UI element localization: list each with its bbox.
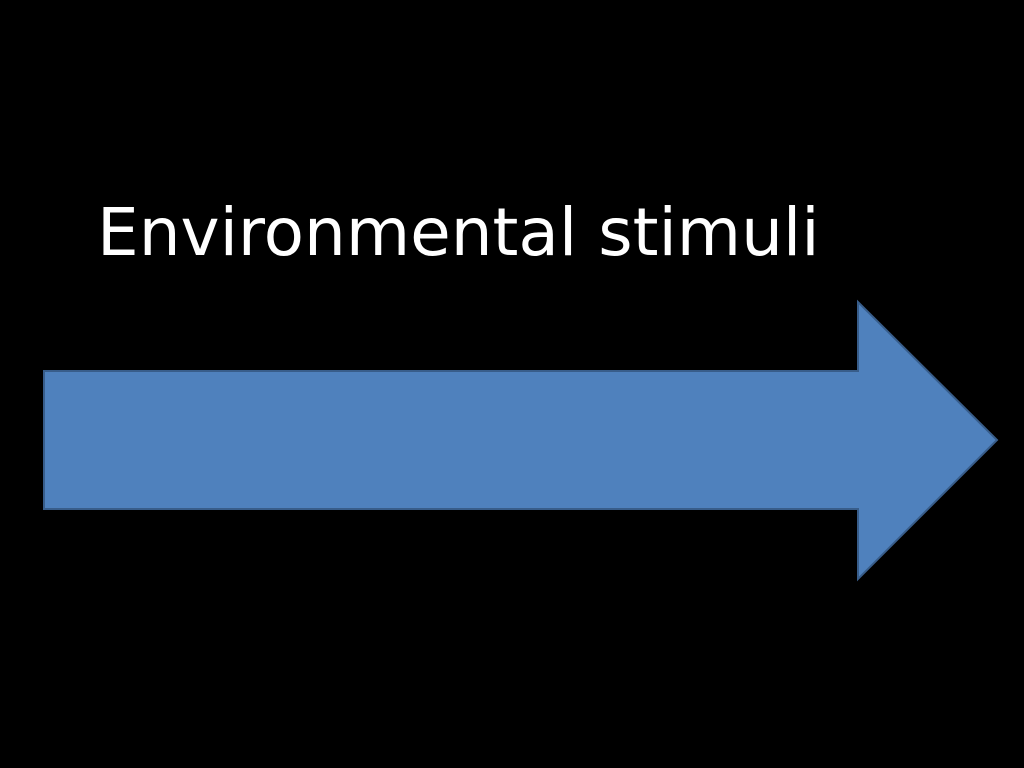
right-arrow-shape xyxy=(43,299,999,582)
slide-title: Environmental stimuli xyxy=(97,194,820,271)
